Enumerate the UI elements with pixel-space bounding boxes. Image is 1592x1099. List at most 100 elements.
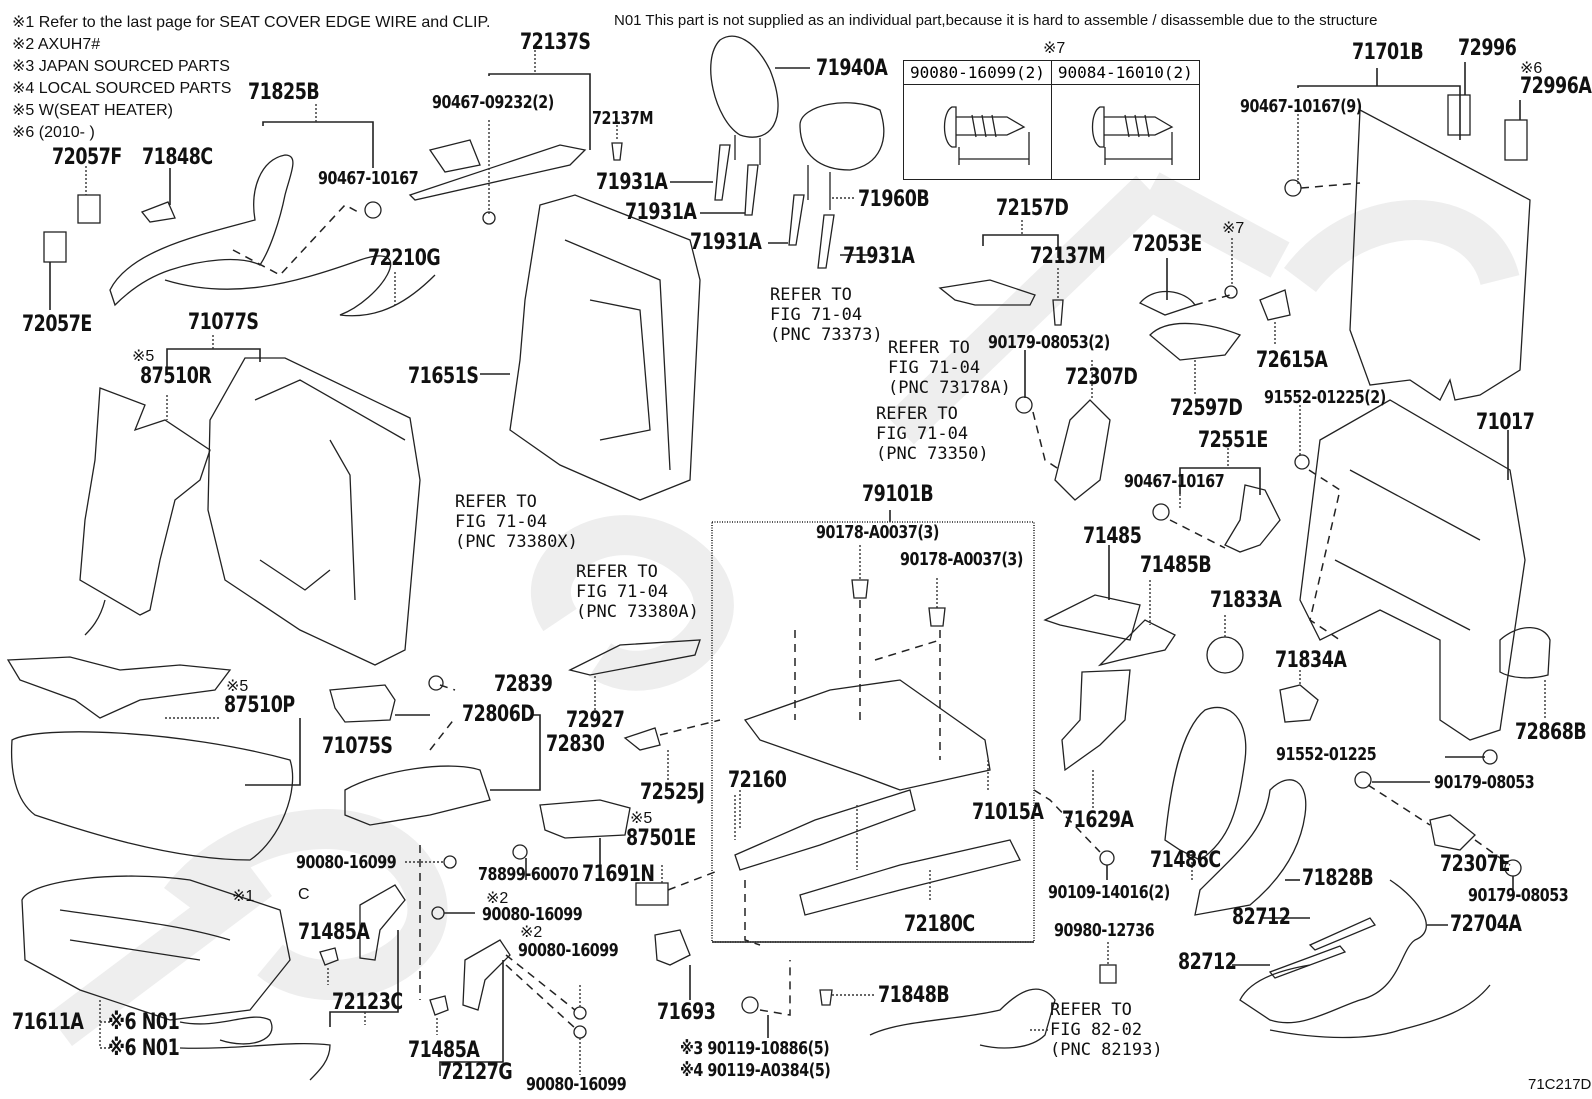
part-label-71940a[interactable]: 71940A [816, 56, 888, 81]
screw-90084-16010-drawing: 11 [1050, 84, 1200, 180]
part-72307e [1354, 749, 1522, 895]
part-label-90179-08053-2[interactable]: 90179-08053(2) [988, 332, 1110, 353]
part-label-71848c[interactable]: 71848C [142, 145, 213, 170]
part-label-71485[interactable]: 71485 [1083, 524, 1142, 549]
part-label-90178-a0037-a[interactable]: 90178-A0037(3) [816, 522, 939, 543]
screw-table-header-2[interactable]: 90084-16010(2) [1050, 60, 1200, 85]
part-label-72180c[interactable]: 72180C [904, 912, 975, 937]
part-label-71931a-3[interactable]: 71931A [690, 230, 762, 255]
part-label-71834a[interactable]: 71834A [1275, 648, 1347, 673]
part-label-71015a[interactable]: 71015A [972, 800, 1044, 825]
part-label-72157d[interactable]: 72157D [996, 196, 1069, 221]
refer-pnc-73373[interactable]: REFER TO FIG 71-04 (PNC 73373) [770, 285, 883, 345]
part-label-n01-b[interactable]: ※6 N01 [108, 1036, 180, 1061]
part-label-71485a-a[interactable]: 71485A [298, 920, 370, 945]
part-label-91552-01225-2[interactable]: 91552-01225(2) [1264, 387, 1386, 408]
part-label-72160[interactable]: 72160 [728, 768, 787, 793]
part-label-71825b[interactable]: 71825B [248, 80, 320, 105]
part-label-79101b[interactable]: 79101B [862, 482, 934, 507]
part-label-72830[interactable]: 72830 [546, 732, 605, 757]
part-label-78899-60070[interactable]: 78899-60070 [478, 864, 579, 885]
part-label-72996a[interactable]: 72996A [1520, 74, 1592, 99]
part-label-71693[interactable]: 71693 [657, 1000, 716, 1025]
part-label-90119-a0384[interactable]: ※4 90119-A0384(5) [680, 1060, 831, 1081]
part-label-72525j[interactable]: 72525J [640, 780, 705, 805]
part-label-90179-08053-a[interactable]: 90179-08053 [1434, 772, 1535, 793]
note-2: ※2 AXUH7# [12, 36, 101, 53]
part-71834a [1279, 670, 1319, 723]
part-label-87510r[interactable]: 87510R [140, 364, 212, 389]
part-label-90179-08053-b[interactable]: 90179-08053 [1468, 885, 1569, 906]
part-label-91552-01225[interactable]: 91552-01225 [1276, 744, 1377, 765]
part-label-72307e[interactable]: 72307E [1440, 852, 1510, 877]
part-label-72123c[interactable]: 72123C [332, 990, 403, 1015]
note-n01: N01 This part is not supplied as an indi… [614, 12, 1378, 29]
part-label-71691n[interactable]: 71691N [582, 862, 655, 887]
part-label-82712-b[interactable]: 82712 [1178, 950, 1237, 975]
part-label-90467-10167-b[interactable]: 90467-10167 [1124, 471, 1225, 492]
part-label-71931a-1[interactable]: 71931A [596, 170, 668, 195]
refer-pnc-73350[interactable]: REFER TO FIG 71-04 (PNC 73350) [876, 404, 989, 464]
part-label-90467-10167-9[interactable]: 90467-10167(9) [1240, 96, 1362, 117]
part-label-clip-c[interactable]: C [298, 886, 310, 903]
refer-pnc-73380x[interactable]: REFER TO FIG 71-04 (PNC 73380X) [455, 492, 578, 552]
part-label-72868b[interactable]: 72868B [1515, 720, 1587, 745]
part-label-90467-09232[interactable]: 90467-09232(2) [432, 92, 554, 113]
part-label-71077s[interactable]: 71077S [188, 310, 259, 335]
part-label-90080-16099-b[interactable]: 90080-16099 [482, 904, 583, 925]
part-label-82712-a[interactable]: 82712 [1232, 905, 1291, 930]
part-label-90080-16099-c[interactable]: 90080-16099 [518, 940, 619, 961]
part-72057f [77, 166, 101, 224]
part-label-72137s[interactable]: 72137S [520, 30, 591, 55]
part-label-90119-10886[interactable]: ※3 90119-10886(5) [680, 1038, 830, 1059]
part-label-72839[interactable]: 72839 [494, 672, 553, 697]
refer-pnc-73178a[interactable]: REFER TO FIG 71-04 (PNC 73178A) [888, 338, 1011, 398]
part-label-71848b[interactable]: 71848B [878, 983, 950, 1008]
part-78899-60070 [512, 844, 528, 880]
part-label-71828b[interactable]: 71828B [1302, 866, 1374, 891]
part-label-71485a-b[interactable]: 71485A [408, 1038, 480, 1063]
part-label-71701b[interactable]: 71701B [1352, 40, 1424, 65]
part-label-72704a[interactable]: 72704A [1450, 912, 1522, 937]
part-label-71485b[interactable]: 71485B [1140, 553, 1212, 578]
part-label-90980-12736[interactable]: 90980-12736 [1054, 920, 1155, 941]
part-label-72996[interactable]: 72996 [1458, 36, 1517, 61]
part-label-72053e[interactable]: 72053E [1132, 232, 1202, 257]
part-label-72127g[interactable]: 72127G [440, 1060, 513, 1085]
refer-pnc-82193[interactable]: REFER TO FIG 82-02 (PNC 82193) [1050, 1000, 1163, 1060]
part-label-71486c[interactable]: 71486C [1150, 848, 1221, 873]
screw-table-header-1[interactable]: 90080-16099(2) [903, 60, 1052, 85]
part-label-71833a[interactable]: 71833A [1210, 588, 1282, 613]
part-label-72057f[interactable]: 72057F [52, 145, 122, 170]
part-label-90109-14016[interactable]: 90109-14016(2) [1048, 882, 1170, 903]
part-label-72615a[interactable]: 72615A [1256, 348, 1328, 373]
part-label-71960b[interactable]: 71960B [858, 187, 930, 212]
part-label-72137m-b[interactable]: 72137M [1030, 244, 1106, 269]
part-label-90080-16099-a[interactable]: 90080-16099 [296, 852, 397, 873]
part-label-90178-a0037-b[interactable]: 90178-A0037(3) [900, 549, 1023, 570]
part-label-71931a-2[interactable]: 71931A [625, 200, 697, 225]
part-label-n01-a[interactable]: ※6 N01 [108, 1010, 180, 1035]
part-label-71017[interactable]: 71017 [1476, 410, 1535, 435]
part-label-87501e[interactable]: 87501E [626, 826, 696, 851]
part-87510r-heater [79, 387, 211, 636]
part-label-72806d[interactable]: 72806D [462, 702, 535, 727]
part-label-71629a[interactable]: 71629A [1062, 808, 1134, 833]
part-label-72551e[interactable]: 72551E [1198, 428, 1268, 453]
part-label-71651s[interactable]: 71651S [408, 364, 479, 389]
figure-id: 71C217D [1528, 1076, 1592, 1093]
part-label-72307d[interactable]: 72307D [1065, 365, 1138, 390]
part-label-72597d[interactable]: 72597D [1170, 396, 1243, 421]
part-label-72057e[interactable]: 72057E [22, 312, 92, 337]
part-82193-harness [869, 988, 1056, 1049]
part-label-72927[interactable]: 72927 [566, 708, 625, 733]
part-label-72210g[interactable]: 72210G [368, 246, 441, 271]
part-label-90080-16099-d[interactable]: 90080-16099 [526, 1074, 627, 1095]
part-label-87510p[interactable]: 87510P [224, 693, 295, 718]
part-label-71075s[interactable]: 71075S [322, 734, 393, 759]
part-label-72137m-a[interactable]: 72137M [592, 108, 654, 129]
refer-pnc-73380a[interactable]: REFER TO FIG 71-04 (PNC 73380A) [576, 562, 699, 622]
part-label-90467-10167-a[interactable]: 90467-10167 [318, 168, 419, 189]
part-label-71931a-4[interactable]: 71931A [843, 244, 915, 269]
part-label-71611a[interactable]: 71611A [12, 1010, 84, 1035]
